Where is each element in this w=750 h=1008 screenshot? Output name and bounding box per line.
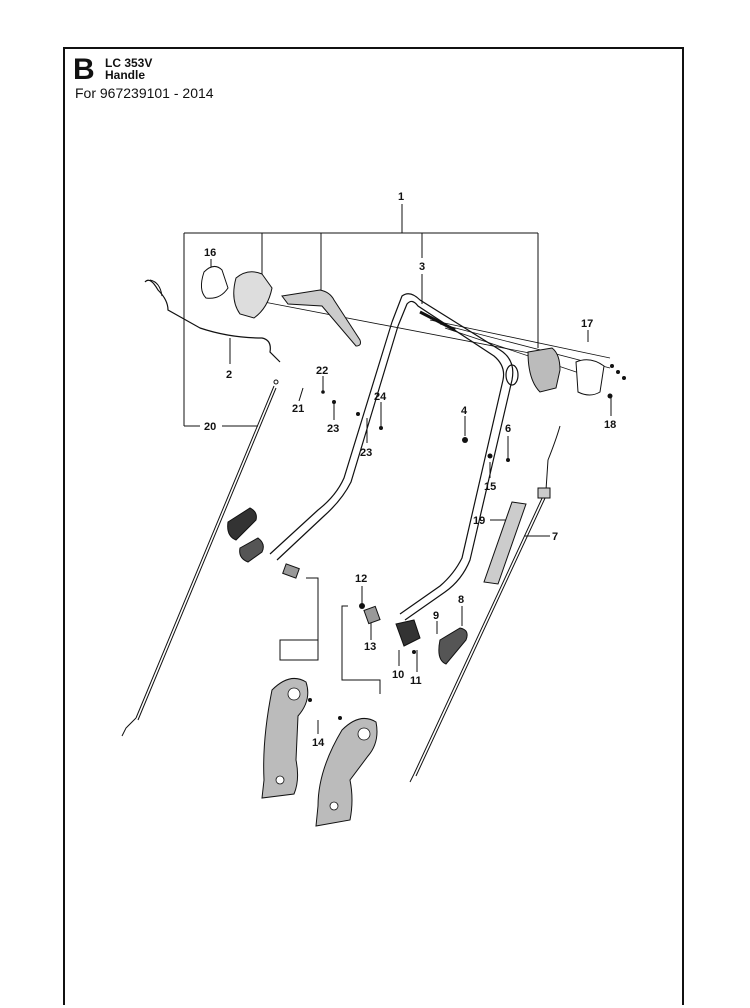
callout-1: 1 — [398, 191, 404, 203]
callout-2: 2 — [226, 369, 232, 381]
lever-part — [438, 627, 468, 665]
model-name: LC 353V — [105, 56, 153, 70]
callout-10: 10 — [392, 669, 404, 681]
handle-tube — [269, 293, 519, 621]
callout-22: 22 — [316, 365, 328, 377]
grip-part — [483, 501, 527, 585]
callout-17: 17 — [581, 318, 593, 330]
leader-line — [341, 605, 381, 694]
leader-line — [279, 577, 319, 661]
callout-12: 12 — [355, 573, 367, 585]
callout-7: 7 — [552, 531, 558, 543]
cover-part — [575, 359, 605, 396]
callout-18: 18 — [604, 419, 616, 431]
callout-6: 6 — [505, 423, 511, 435]
callout-4: 4 — [461, 405, 468, 417]
clamp-part — [227, 507, 257, 541]
control-housing — [233, 271, 273, 319]
callout-14: 14 — [312, 737, 325, 749]
callout-9: 9 — [433, 610, 439, 622]
control-box — [527, 347, 561, 393]
section-letter: B — [73, 53, 95, 86]
diagram-title: Handle — [105, 68, 146, 82]
leader-line — [298, 387, 304, 402]
callout-16: 16 — [204, 247, 216, 259]
clamp-part — [239, 537, 264, 563]
spring-part — [363, 605, 381, 625]
cover-part — [200, 266, 229, 299]
bracket-plate — [261, 677, 378, 827]
cable-part — [121, 379, 279, 737]
callout-15: 15 — [484, 481, 496, 493]
spring-part — [282, 563, 300, 579]
diagram-frame — [63, 47, 684, 1005]
clamp-part — [395, 619, 421, 647]
applies-to: For 967239101 - 2014 — [75, 85, 214, 101]
callout-labels: 1 2 3 4 6 7 8 9 10 11 12 13 14 15 16 17 … — [204, 191, 616, 749]
callout-23: 23 — [327, 423, 339, 435]
drive-lever — [281, 289, 361, 347]
cable-part — [409, 425, 561, 783]
callout-8: 8 — [458, 594, 464, 606]
callout-19: 19 — [473, 515, 485, 527]
callout-11: 11 — [410, 675, 422, 687]
fasteners — [308, 364, 626, 720]
callout-24: 24 — [374, 391, 387, 403]
callout-13: 13 — [364, 641, 376, 653]
callout-20: 20 — [204, 421, 216, 433]
callout-23: 23 — [360, 447, 372, 459]
lever-rod — [144, 279, 281, 363]
callout-3: 3 — [419, 261, 425, 273]
callout-21: 21 — [292, 403, 304, 415]
